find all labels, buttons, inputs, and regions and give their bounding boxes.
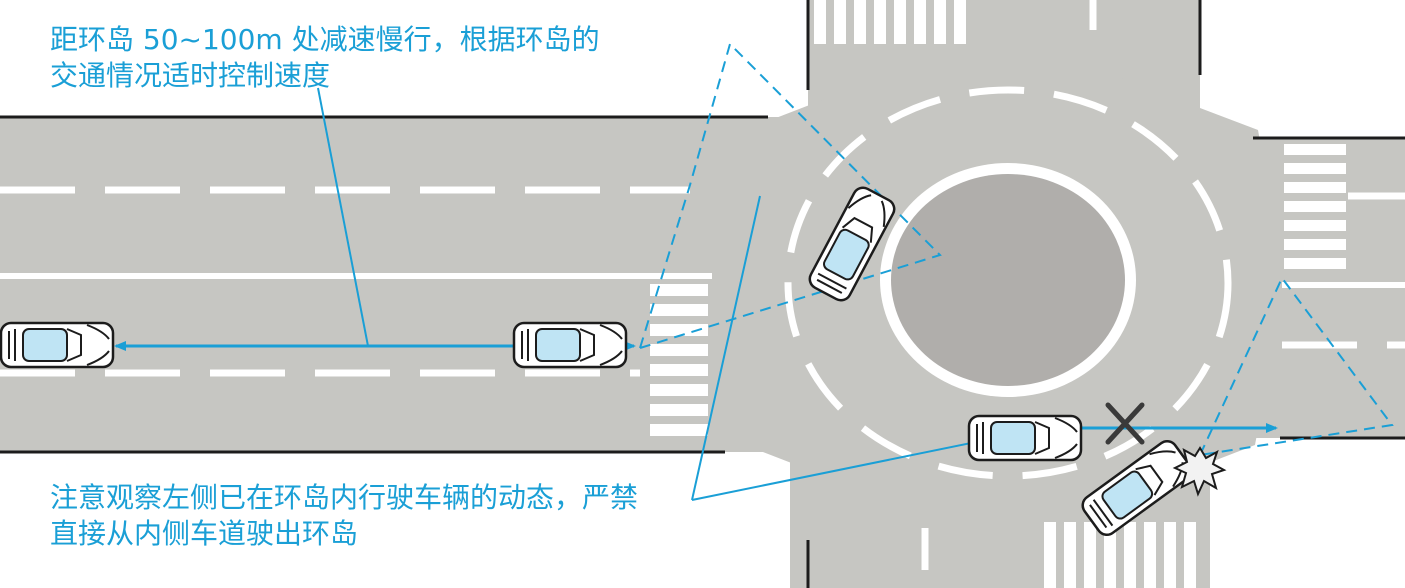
crosswalk-west xyxy=(650,284,708,436)
car-icon xyxy=(967,414,1083,462)
speed-control-caption: 距环岛 50~100m 处减速慢行，根据环岛的 交通情况适时控制速度 xyxy=(50,22,600,94)
circulating-lane-divider xyxy=(784,86,1232,480)
speed-caption-line-1: 距环岛 50~100m 处减速慢行，根据环岛的 xyxy=(50,23,600,56)
crosswalk-south xyxy=(1044,522,1196,588)
car-icon xyxy=(808,186,896,302)
exit-caption-line-2: 直接从内侧车道驶出环岛 xyxy=(50,517,359,550)
lane-markings xyxy=(0,0,1405,570)
collision-burst-icon xyxy=(1172,446,1227,497)
car-icon xyxy=(512,321,628,369)
crosswalk-east xyxy=(1284,144,1346,269)
speed-caption-leader xyxy=(317,87,369,347)
crosswalks xyxy=(650,0,1346,588)
approach-sight-cone xyxy=(639,42,942,349)
exit-caption-leader-a xyxy=(691,195,761,501)
exit-sight-cone xyxy=(1199,276,1394,456)
crosswalk-north xyxy=(814,0,966,44)
speed-caption-line-2: 交通情况适时控制速度 xyxy=(50,59,331,92)
car-icon xyxy=(0,321,115,369)
exit-caption-line-1: 注意观察左侧已在环岛内行驶车辆的动态，严禁 xyxy=(50,481,639,514)
exit-warning-caption: 注意观察左侧已在环岛内行驶车辆的动态，严禁 直接从内侧车道驶出环岛 xyxy=(50,480,638,552)
central-island xyxy=(880,163,1136,397)
sight-lines xyxy=(639,42,1394,456)
forbidden-x-icon xyxy=(1105,402,1145,445)
